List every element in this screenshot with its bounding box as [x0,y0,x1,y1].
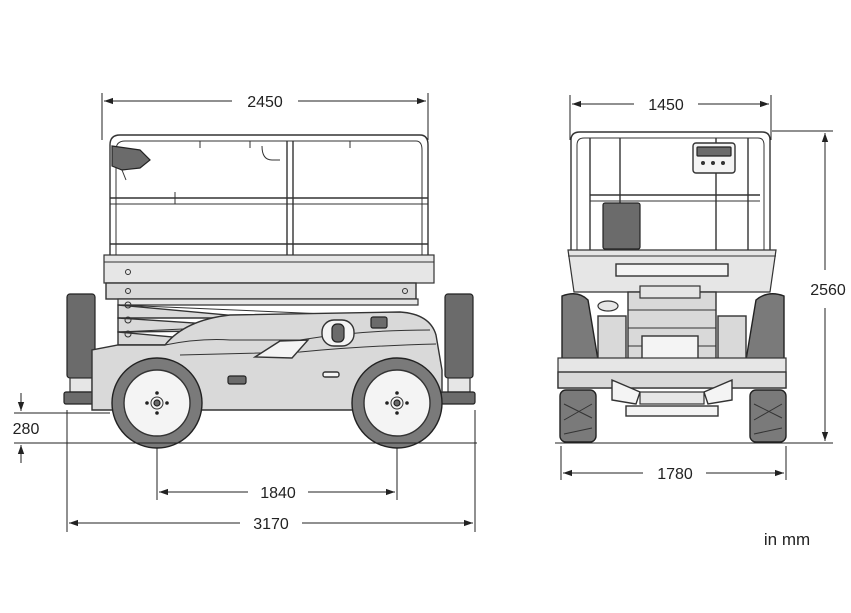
platform-guard-rails [109,134,429,268]
dim-label-2450: 2450 [247,94,283,111]
unit-note: in mm [764,530,810,549]
harness-hook [261,145,280,161]
control-box-icon [111,145,151,181]
front-view [555,131,832,444]
dim-label-1840: 1840 [260,485,296,502]
front-panel-box [602,202,641,250]
front-tire-left [559,389,597,443]
front-control-box-icon [692,142,736,174]
dimension-wheelbase: 1840 [156,448,398,502]
dim-label-2560: 2560 [810,282,846,299]
dimension-overall-width-front: 1780 [560,446,787,483]
front-platform-deck [567,249,777,293]
dimension-platform-width-side: 2450 [101,93,429,140]
dimension-overall-length: 3170 [66,410,476,533]
front-chassis [557,315,787,417]
dimension-overall-height: 2560 [772,130,846,444]
side-view [60,134,477,449]
dimension-platform-width-front: 1450 [569,95,772,140]
dim-label-3170: 3170 [253,516,289,533]
front-tire-right [749,389,787,443]
dim-label-1780: 1780 [657,466,693,483]
dimension-ground-clearance: 280 [13,393,110,463]
dim-label-1450: 1450 [648,97,684,114]
wheel-rear [111,357,203,449]
platform-deck [103,254,435,300]
wheel-front [351,357,443,449]
dim-label-280: 280 [13,421,40,438]
front-guard-rails [570,131,771,250]
outrigger-jack-right [440,293,476,405]
